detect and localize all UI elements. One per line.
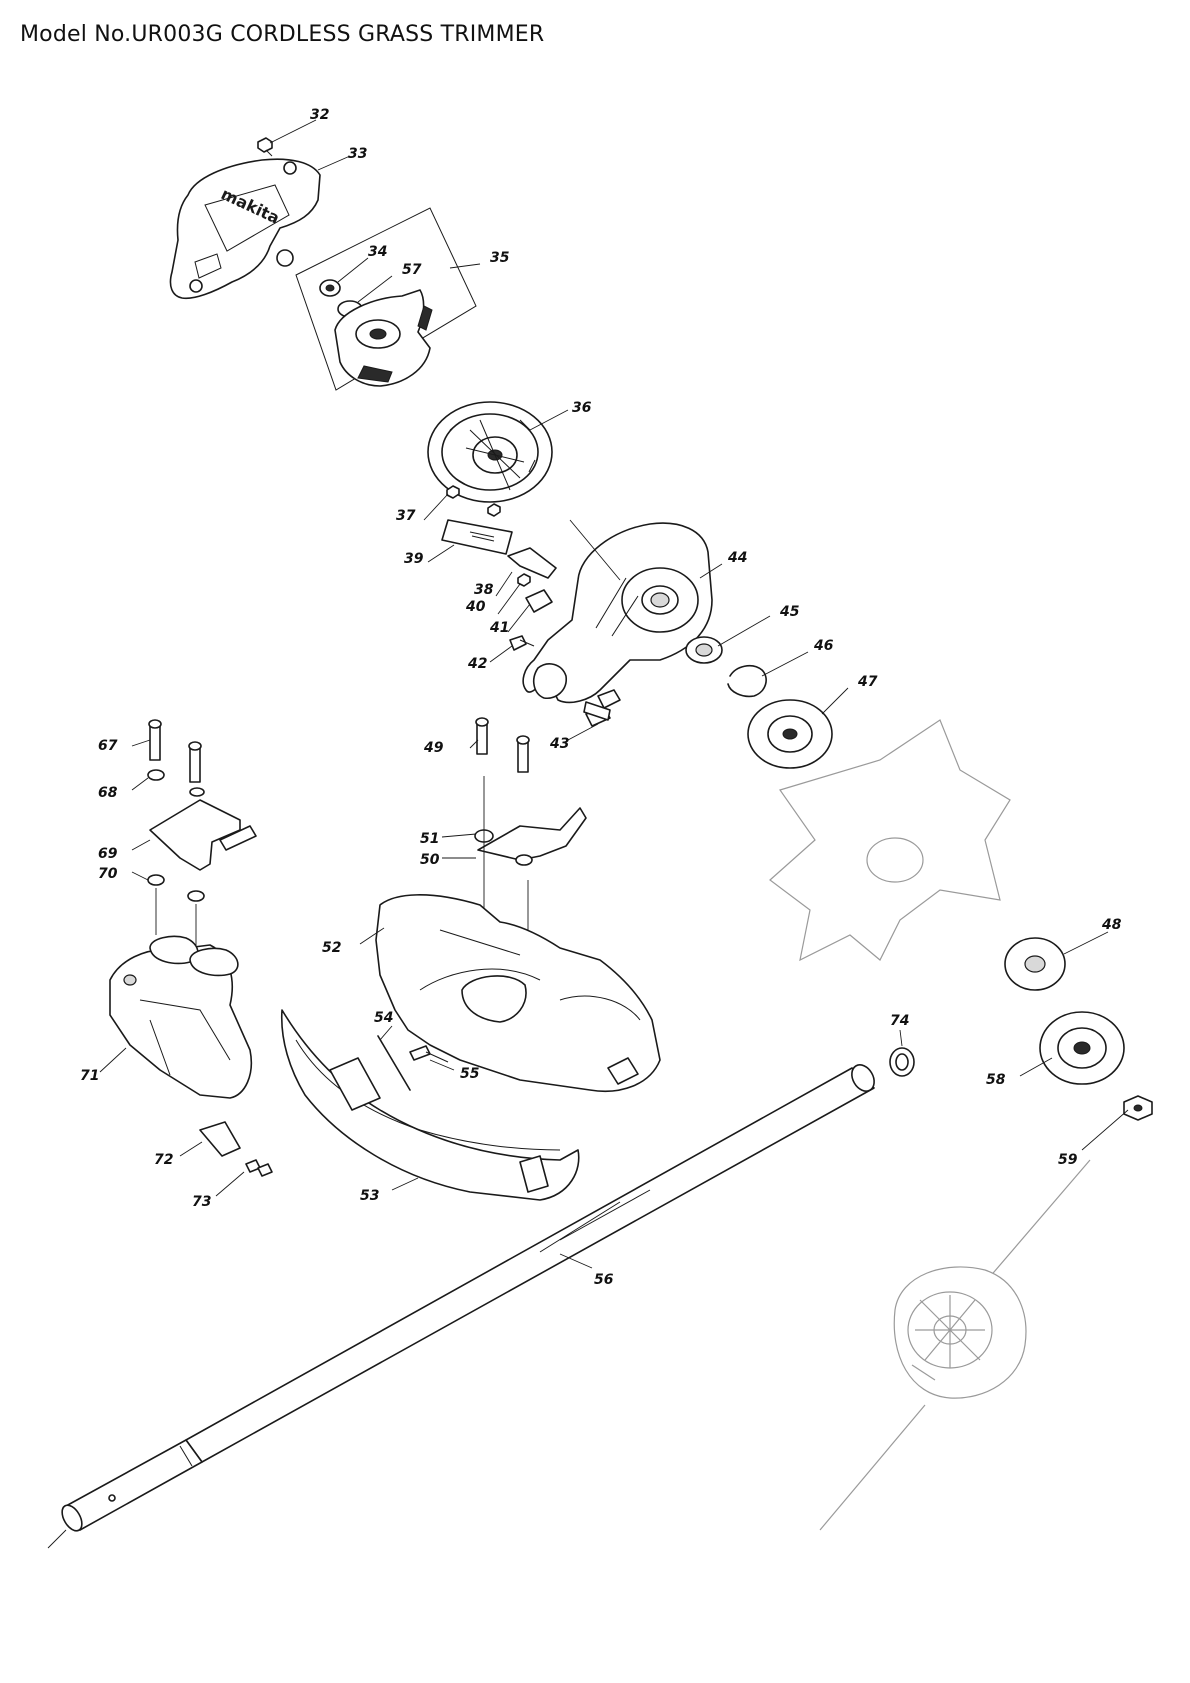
- label-47: 47: [857, 674, 878, 690]
- part-74-ring: [889, 1047, 915, 1077]
- part-58-holder: [1039, 1011, 1125, 1085]
- label-39: 39: [404, 551, 424, 567]
- page-title: Model No.UR003G CORDLESS GRASS TRIMMER: [20, 22, 545, 47]
- part-36-fan-plate: [427, 401, 553, 503]
- part-33-motor-cover: makita: [169, 158, 321, 300]
- part-41-block: [525, 589, 553, 613]
- label-56: 56: [594, 1272, 614, 1288]
- label-70: 70: [98, 866, 118, 882]
- part-72-plate: [199, 1121, 241, 1157]
- leader-lines: [99, 119, 1129, 1269]
- label-50: 50: [420, 852, 440, 868]
- part-32-screw: [257, 137, 273, 157]
- label-44: 44: [727, 550, 747, 566]
- part-70-nut: [147, 874, 205, 902]
- label-57: 57: [402, 262, 422, 278]
- part-71-guard-cover: [109, 935, 252, 1099]
- part-labels: 32 33 34 57 35 36 37 39 38 40 41 42 44 4…: [80, 107, 1122, 1288]
- label-54: 54: [374, 1010, 393, 1026]
- part-51-bracket: [477, 807, 587, 861]
- part-47-washer: [747, 699, 833, 769]
- label-51: 51: [420, 831, 439, 847]
- part-73-screws: [245, 1159, 273, 1177]
- label-58: 58: [986, 1072, 1006, 1088]
- part-59-nut: [1123, 1095, 1153, 1121]
- label-38: 38: [474, 582, 494, 598]
- part-53-lower-guard: [280, 1009, 580, 1201]
- part-48-washer: [1004, 937, 1066, 991]
- label-41: 41: [489, 620, 509, 636]
- four-tooth-blade: [769, 719, 1011, 962]
- bracket-bolt-left: [188, 741, 202, 783]
- part-55-screw: [409, 1045, 449, 1063]
- label-45: 45: [779, 604, 800, 620]
- part-34-bearing: [319, 279, 341, 297]
- label-40: 40: [465, 599, 486, 615]
- label-71: 71: [80, 1068, 99, 1084]
- part-43-bolt: [583, 701, 611, 721]
- label-36: 36: [572, 400, 592, 416]
- label-35: 35: [490, 250, 510, 266]
- part-45-bearing: [685, 636, 723, 664]
- nylon-trimmer-head: [819, 1159, 1091, 1531]
- part-46-circlip: [727, 664, 767, 698]
- label-32: 32: [310, 107, 329, 123]
- label-53: 53: [360, 1188, 379, 1204]
- label-74: 74: [890, 1013, 909, 1029]
- label-37: 37: [396, 508, 416, 524]
- part-35-motor-assembly: [334, 289, 433, 387]
- part-54-pin: [377, 1035, 411, 1091]
- label-42: 42: [467, 656, 487, 672]
- label-48: 48: [1101, 917, 1122, 933]
- part-56-shaft: [47, 1064, 875, 1549]
- part-38-clip: [507, 547, 557, 579]
- part-44-gear-housing: [522, 519, 713, 727]
- label-59: 59: [1058, 1152, 1078, 1168]
- label-34: 34: [368, 244, 387, 260]
- part-39-plate: [441, 519, 513, 555]
- label-55: 55: [460, 1066, 480, 1082]
- part-35-group-outline: [295, 207, 477, 391]
- part-40-screw: [517, 573, 531, 587]
- label-46: 46: [813, 638, 834, 654]
- label-68: 68: [98, 785, 118, 801]
- label-49: 49: [423, 740, 444, 756]
- label-33: 33: [348, 146, 367, 162]
- part-52-guard: [375, 894, 661, 1092]
- part-68-washer: [147, 769, 205, 797]
- label-43: 43: [549, 736, 569, 752]
- label-67: 67: [98, 738, 118, 754]
- label-52: 52: [322, 940, 341, 956]
- part-42-screw: [509, 635, 535, 651]
- part-49-bolt: [475, 717, 530, 773]
- label-69: 69: [98, 846, 118, 862]
- part-67-bolt: [148, 719, 162, 761]
- label-72: 72: [154, 1152, 173, 1168]
- part-69-bracket: [149, 799, 257, 871]
- label-73: 73: [192, 1194, 211, 1210]
